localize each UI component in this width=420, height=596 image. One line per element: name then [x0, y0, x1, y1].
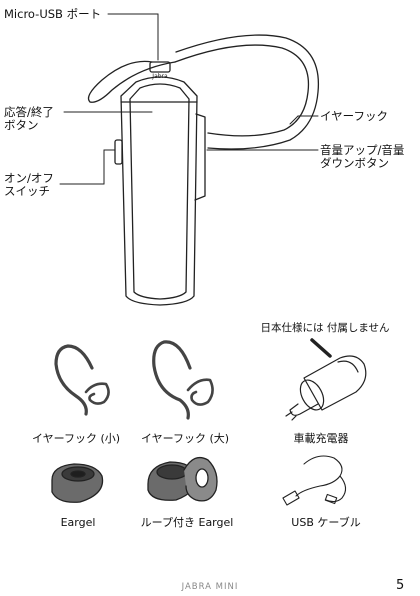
answer-end-button-label: 応答/終了 ボタン	[4, 105, 54, 132]
on-off-switch-label: オン/オフ スイッチ	[4, 171, 54, 198]
micro-usb-port-label: Micro-USB ポート	[4, 7, 102, 21]
usb-cable-illustration	[282, 455, 347, 506]
earhook-large-illustration	[152, 340, 214, 420]
car-charger-illustration	[285, 338, 367, 421]
usb-cable-caption: USB ケーブル	[291, 516, 361, 529]
eargel-illustration	[51, 463, 104, 503]
eargel-caption: Eargel	[60, 516, 96, 529]
earhook-large-caption: イヤーフック (大)	[140, 432, 230, 445]
earhook-small-caption: イヤーフック (小)	[31, 432, 121, 445]
eargel-loop-illustration	[147, 456, 218, 502]
leader-lines	[59, 13, 319, 185]
device-logo: Jabra	[151, 73, 168, 80]
headset-illustration	[114, 61, 206, 306]
car-charger-caption: 車載充電器	[293, 432, 349, 445]
car-charger-note: 日本仕様には 付属しません	[260, 322, 390, 334]
earhook-illustration	[87, 34, 320, 150]
volume-buttons-label: 音量アップ/音量 ダウンボタン	[320, 143, 405, 170]
earhook-label: イヤーフック	[320, 109, 388, 123]
earhook-small-illustration	[54, 344, 110, 416]
page-number: 5	[396, 578, 405, 593]
eargel-loop-caption: ループ付き Eargel	[140, 516, 234, 529]
footer-product-name: JABRA MINI	[181, 582, 239, 592]
